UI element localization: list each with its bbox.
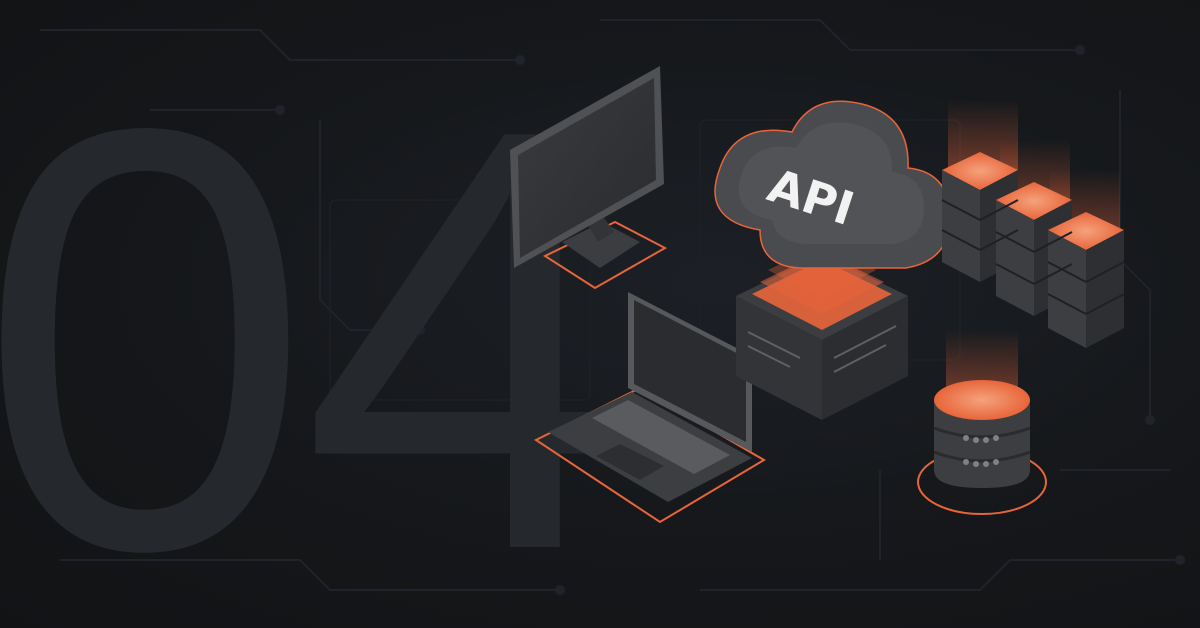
monitor-icon	[510, 66, 668, 290]
database-icon	[917, 330, 1047, 515]
server-rack-icon	[941, 100, 1125, 348]
api-cloud-icon: API	[714, 100, 951, 269]
section-number: 04	[0, 5, 635, 628]
laptop-icon	[534, 292, 766, 524]
api-server-box	[736, 244, 908, 420]
